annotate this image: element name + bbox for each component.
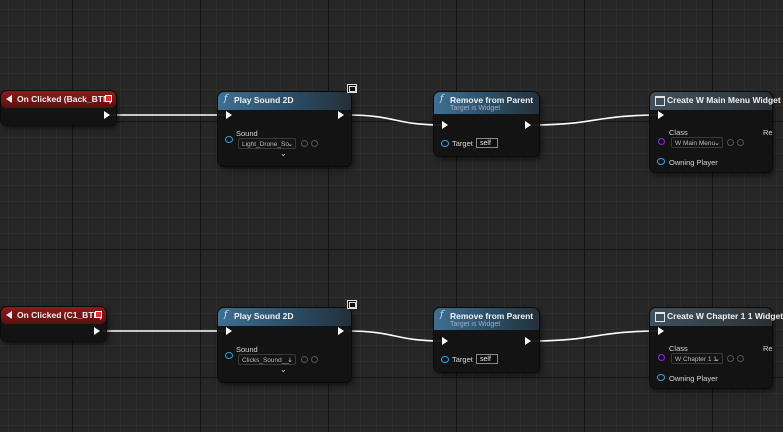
class-pin-icon[interactable] — [658, 354, 665, 361]
sound-pin-icon[interactable] — [225, 136, 233, 143]
exec-wire — [531, 330, 661, 342]
class-dropdown[interactable]: W Main Menu ⌄ — [671, 137, 723, 148]
node-title: Play Sound 2D — [234, 311, 294, 321]
function-node-header[interactable]: f Remove from Parent Target is Widget — [434, 308, 539, 330]
expand-advanced-icon[interactable]: ⌄ — [280, 149, 287, 158]
node-subtitle: Target is Widget — [450, 105, 501, 112]
remove-from-parent-node[interactable]: f Remove from Parent Target is Widget Ta… — [434, 308, 539, 372]
owning-player-pin-icon[interactable] — [657, 158, 665, 165]
browse-asset-icon[interactable] — [737, 139, 744, 146]
class-dropdown[interactable]: W Chapter 1 1 ⌄ — [671, 353, 723, 364]
exec-out-pin[interactable] — [525, 337, 531, 345]
event-icon — [6, 95, 12, 103]
target-value-field[interactable]: self — [476, 138, 498, 148]
node-title: Remove from Parent — [450, 311, 534, 321]
sound-asset-value: Clicks_Sound__I — [242, 357, 291, 364]
exec-out-pin[interactable] — [94, 327, 100, 335]
event-node-title: On Clicked (Back_BTN) — [17, 94, 112, 104]
use-selected-asset-icon[interactable] — [727, 355, 734, 362]
node-title: Remove from Parent — [450, 95, 534, 105]
exec-in-pin[interactable] — [658, 327, 664, 335]
use-selected-asset-icon[interactable] — [301, 356, 308, 363]
target-pin-icon[interactable] — [441, 140, 449, 147]
sound-label: Sound — [236, 129, 258, 138]
owning-player-label: Owning Player — [669, 158, 718, 167]
class-pin-icon[interactable] — [658, 138, 665, 145]
widget-window-icon — [655, 312, 665, 322]
class-label: Class — [669, 128, 688, 137]
exec-out-pin[interactable] — [338, 327, 344, 335]
sound-asset-dropdown[interactable]: Clicks_Sound__I ⌄ — [238, 354, 296, 365]
sound-pin-icon[interactable] — [225, 352, 233, 359]
owning-player-label: Owning Player — [669, 374, 718, 383]
play-sound-node[interactable]: f Play Sound 2D Sound Light_Drone_So ⌄ ⌄ — [218, 92, 351, 166]
node-title: Create W Main Menu Widget — [667, 95, 781, 105]
exec-in-pin[interactable] — [226, 327, 232, 335]
event-icon — [6, 311, 12, 319]
create-widget-header[interactable]: Create W Chapter 1 1 Widget — [650, 308, 783, 326]
exec-wire — [531, 114, 661, 126]
target-label: Target — [452, 355, 473, 364]
create-widget-node[interactable]: Create W Main Menu Widget Re Class W Mai… — [650, 92, 781, 172]
sound-label: Sound — [236, 345, 258, 354]
node-title: Create W Chapter 1 1 Widget — [667, 311, 783, 321]
delegate-pin-icon[interactable] — [105, 95, 112, 102]
chevron-down-icon: ⌄ — [287, 357, 293, 364]
target-label: Target — [452, 139, 473, 148]
function-node-header[interactable]: f Remove from Parent Target is Widget — [434, 92, 539, 114]
widget-window-icon — [655, 96, 665, 106]
expand-advanced-icon[interactable]: ⌄ — [280, 365, 287, 374]
browse-asset-icon[interactable] — [737, 355, 744, 362]
use-selected-asset-icon[interactable] — [301, 140, 308, 147]
sound-asset-dropdown[interactable]: Light_Drone_So ⌄ — [238, 138, 296, 149]
node-title: Play Sound 2D — [234, 95, 294, 105]
chevron-down-icon: ⌄ — [287, 141, 293, 148]
use-selected-asset-icon[interactable] — [727, 139, 734, 146]
play-sound-node[interactable]: f Play Sound 2D Sound Clicks_Sound__I ⌄ … — [218, 308, 351, 382]
class-value: W Main Menu — [675, 140, 716, 147]
exec-out-pin[interactable] — [525, 121, 531, 129]
function-icon: f — [224, 310, 228, 320]
browse-asset-icon[interactable] — [311, 140, 318, 147]
function-icon: f — [440, 94, 444, 104]
return-value-label: Re — [763, 344, 773, 353]
event-node-back-btn[interactable]: On Clicked (Back_BTN) — [1, 91, 116, 125]
delegate-pin-icon[interactable] — [95, 311, 102, 318]
function-node-header[interactable]: f Play Sound 2D — [218, 92, 351, 110]
owning-player-pin-icon[interactable] — [657, 374, 665, 381]
return-value-label: Re — [763, 128, 773, 137]
function-icon: f — [440, 310, 444, 320]
class-label: Class — [669, 344, 688, 353]
exec-in-pin[interactable] — [226, 111, 232, 119]
node-subtitle: Target is Widget — [450, 321, 501, 328]
event-node-c1-btn[interactable]: On Clicked (C1_BTN) — [1, 307, 106, 341]
browse-asset-icon[interactable] — [311, 356, 318, 363]
create-widget-header[interactable]: Create W Main Menu Widget — [650, 92, 781, 110]
chevron-down-icon: ⌄ — [714, 356, 720, 363]
exec-in-pin[interactable] — [442, 337, 448, 345]
exec-in-pin[interactable] — [442, 121, 448, 129]
exec-in-pin[interactable] — [658, 111, 664, 119]
function-node-header[interactable]: f Play Sound 2D — [218, 308, 351, 326]
event-node-title: On Clicked (C1_BTN) — [17, 310, 103, 320]
chevron-down-icon: ⌄ — [714, 140, 720, 147]
target-value-field[interactable]: self — [476, 354, 498, 364]
exec-wire — [347, 330, 443, 342]
exec-out-pin[interactable] — [104, 111, 110, 119]
create-widget-node[interactable]: Create W Chapter 1 1 Widget Re Class W C… — [650, 308, 783, 388]
development-only-icon — [347, 300, 357, 309]
event-node-header[interactable]: On Clicked (C1_BTN) — [1, 307, 106, 324]
development-only-icon — [347, 84, 357, 93]
exec-out-pin[interactable] — [338, 111, 344, 119]
function-icon: f — [224, 94, 228, 104]
target-pin-icon[interactable] — [441, 356, 449, 363]
event-node-header[interactable]: On Clicked (Back_BTN) — [1, 91, 116, 108]
sound-asset-value: Light_Drone_So — [242, 141, 289, 148]
class-value: W Chapter 1 1 — [675, 356, 717, 363]
exec-wire — [347, 114, 443, 126]
remove-from-parent-node[interactable]: f Remove from Parent Target is Widget Ta… — [434, 92, 539, 156]
